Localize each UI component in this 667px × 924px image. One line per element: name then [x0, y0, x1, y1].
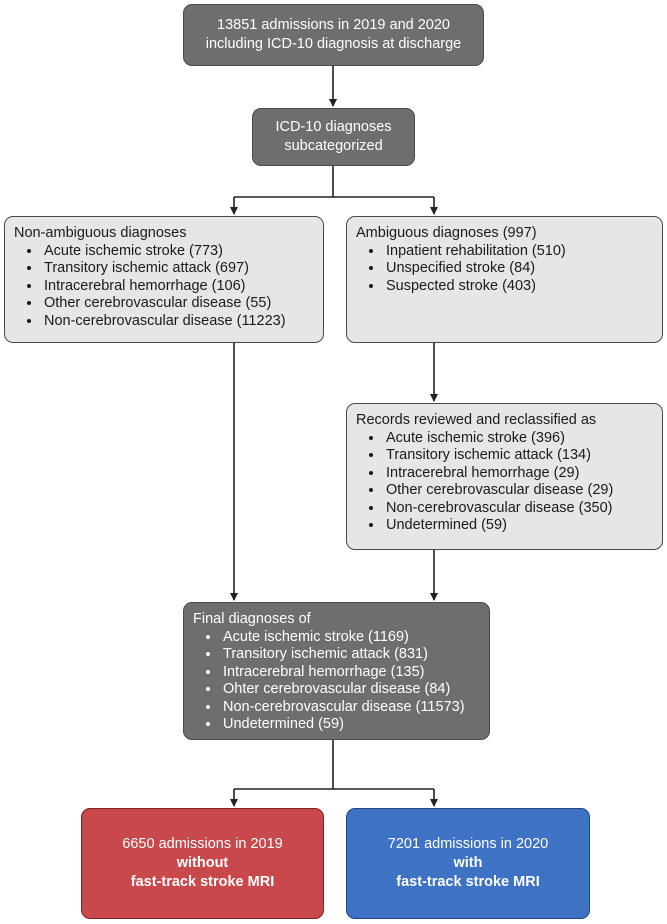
list-item: Non-cerebrovascular disease (350) — [384, 500, 653, 518]
list-item: Other cerebrovascular disease (29) — [384, 482, 653, 500]
list-item: Other cerebrovascular disease (55) — [42, 295, 314, 313]
list-item: Intracerebral hemorrhage (135) — [221, 664, 480, 682]
non-ambiguous-title: Non-ambiguous diagnoses — [14, 225, 187, 241]
admissions-2020-box: 7201 admissions in 2020 with fast-track … — [346, 808, 590, 919]
list-item: Undetermined (59) — [384, 517, 653, 535]
list-item: Inpatient rehabilitation (510) — [384, 243, 653, 261]
list-item: Suspected stroke (403) — [384, 278, 653, 296]
final-diagnoses-list: Acute ischemic stroke (1169) Transitory … — [193, 629, 480, 734]
list-item: Transitory ischemic attack (134) — [384, 447, 653, 465]
admissions-2019-line2: without — [176, 855, 229, 871]
non-ambiguous-box: Non-ambiguous diagnoses Acute ischemic s… — [4, 216, 324, 343]
list-item: Non-cerebrovascular disease (11223) — [42, 313, 314, 331]
list-item: Unspecified stroke (84) — [384, 260, 653, 278]
list-item: Transitory ischemic attack (831) — [221, 646, 480, 664]
non-ambiguous-list: Acute ischemic stroke (773) Transitory i… — [14, 243, 314, 331]
list-item: Transitory ischemic attack (697) — [42, 260, 314, 278]
admissions-2019-line3: fast-track stroke MRI — [130, 874, 275, 890]
list-item: Acute ischemic stroke (1169) — [221, 629, 480, 647]
admissions-total-box: 13851 admissions in 2019 and 2020 includ… — [183, 4, 484, 66]
admissions-total-line1: 13851 admissions in 2019 and 2020 — [217, 17, 450, 33]
list-item: Acute ischemic stroke (773) — [42, 243, 314, 261]
admissions-2020-line2: with — [453, 855, 483, 871]
reviewed-title: Records reviewed and reclassified as — [356, 412, 597, 428]
subcategorized-line2: subcategorized — [284, 138, 383, 154]
subcategorized-box: ICD-10 diagnoses subcategorized — [252, 108, 415, 166]
reviewed-list: Acute ischemic stroke (396) Transitory i… — [356, 430, 653, 535]
final-diagnoses-box: Final diagnoses of Acute ischemic stroke… — [183, 602, 490, 740]
subcategorized-line1: ICD-10 diagnoses — [275, 119, 392, 135]
ambiguous-box: Ambiguous diagnoses (997) Inpatient reha… — [346, 216, 663, 343]
final-diagnoses-title: Final diagnoses of — [193, 611, 311, 627]
list-item: Ohter cerebrovascular disease (84) — [221, 681, 480, 699]
list-item: Acute ischemic stroke (396) — [384, 430, 653, 448]
ambiguous-list: Inpatient rehabilitation (510) Unspecifi… — [356, 243, 653, 296]
list-item: Intracerebral hemorrhage (106) — [42, 278, 314, 296]
list-item: Non-cerebrovascular disease (11573) — [221, 699, 480, 717]
list-item: Intracerebral hemorrhage (29) — [384, 465, 653, 483]
ambiguous-title: Ambiguous diagnoses (997) — [356, 225, 537, 241]
admissions-total-line2: including ICD-10 diagnosis at discharge — [205, 36, 462, 52]
reviewed-box: Records reviewed and reclassified as Acu… — [346, 403, 663, 550]
admissions-2020-line3: fast-track stroke MRI — [396, 874, 540, 890]
admissions-2019-box: 6650 admissions in 2019 without fast-tra… — [81, 808, 324, 919]
admissions-2020-line1: 7201 admissions in 2020 — [387, 836, 549, 852]
admissions-2019-line1: 6650 admissions in 2019 — [122, 836, 283, 852]
list-item: Undetermined (59) — [221, 716, 480, 734]
